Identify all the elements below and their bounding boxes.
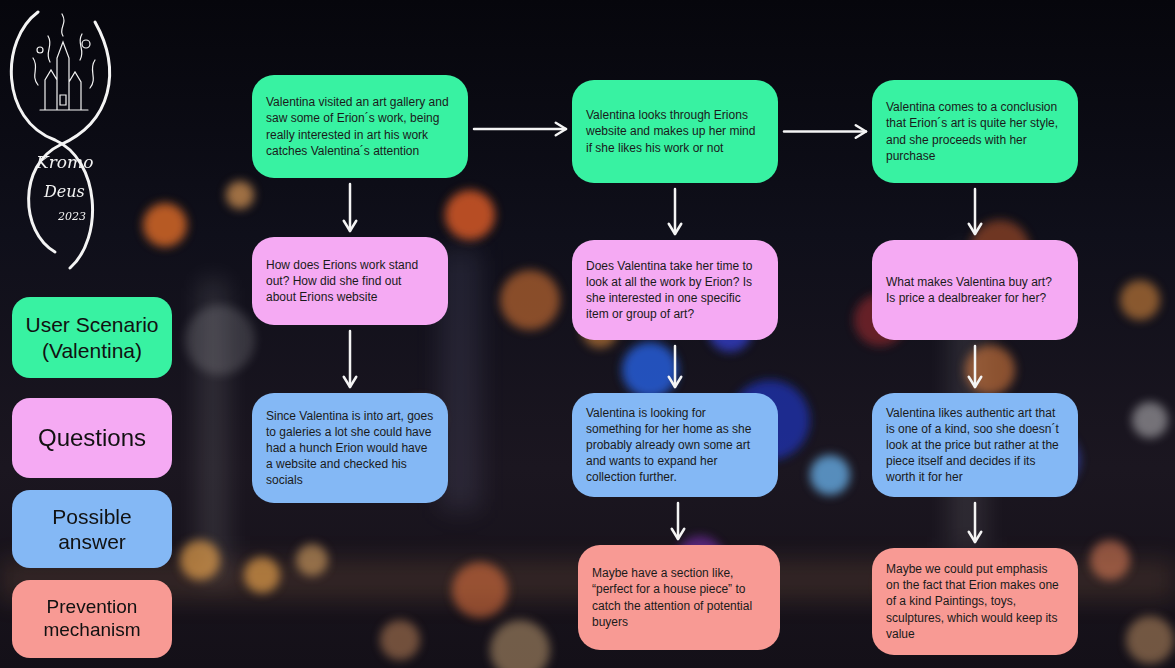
arrow-line: [974, 189, 977, 234]
arrow-head: [969, 532, 982, 542]
answer-box: Since Valentina is into art, goes to gal…: [252, 393, 448, 503]
sketch-dot: [82, 40, 90, 48]
box-text: What makes Valentina buy art? Is price a…: [886, 274, 1064, 306]
flow-arrow: [969, 189, 982, 234]
arrow-head: [669, 224, 682, 234]
box-text: How does Erions work stand out? How did …: [266, 257, 434, 306]
question-box: Does Valentina take her time to look at …: [572, 240, 778, 340]
box-text: Valentina likes authentic art that is on…: [886, 405, 1064, 486]
flow-arrow: [344, 184, 357, 231]
bokeh-light: [380, 620, 420, 660]
logo-text: 2023: [58, 210, 86, 223]
box-text: Valentina is looking for something for h…: [586, 405, 764, 486]
bokeh-light: [185, 305, 255, 375]
legend-text: Questions: [38, 424, 146, 453]
legend-swatch: User Scenario (Valentina): [12, 297, 172, 378]
arrow-line: [677, 503, 680, 539]
answer-box: Valentina is looking for something for h…: [572, 393, 778, 497]
flow-arrow: [344, 331, 357, 387]
legend-swatch: Questions: [12, 398, 172, 478]
arrow-line: [784, 130, 866, 133]
logo-drawing: [0, 0, 140, 290]
bokeh-light: [226, 181, 254, 209]
logo-loop: [11, 12, 92, 268]
bokeh-light: [180, 540, 220, 580]
logo-loop: [29, 22, 110, 252]
bokeh-light: [810, 455, 850, 495]
legend-text: Prevention mechanism: [20, 596, 164, 642]
logo-text: Deus: [44, 182, 85, 201]
box-text: Valentina comes to a conclusion that Eri…: [886, 99, 1064, 164]
bokeh-light: [296, 544, 328, 576]
arrow-head: [672, 529, 685, 539]
arrow-line: [974, 503, 977, 542]
bokeh-light: [1132, 402, 1168, 438]
box-text: Maybe we could put emphasis on the fact …: [886, 561, 1064, 642]
bokeh-light: [500, 270, 560, 330]
arrow-head: [669, 377, 682, 387]
arrow-line: [349, 184, 352, 231]
question-box: What makes Valentina buy art? Is price a…: [872, 240, 1078, 340]
bokeh-light: [490, 620, 550, 668]
logo-text: Kromo: [36, 152, 93, 172]
arrow-line: [974, 346, 977, 387]
arrow-line: [474, 128, 566, 131]
legend-swatch: Prevention mechanism: [12, 580, 172, 658]
flow-arrow: [969, 503, 982, 542]
arrow-head: [856, 125, 866, 138]
bokeh-light: [622, 342, 678, 398]
castle-sketch: [40, 42, 88, 110]
arrow-head: [969, 224, 982, 234]
arrow-head: [556, 123, 566, 136]
arrow-head: [969, 377, 982, 387]
arrow-line: [349, 331, 352, 387]
prevention-box: Maybe we could put emphasis on the fact …: [872, 548, 1078, 655]
bokeh-light: [965, 345, 1015, 395]
box-text: Maybe have a section like, “perfect for …: [592, 565, 766, 630]
bokeh-light: [452, 562, 508, 618]
flow-arrow: [672, 503, 685, 539]
legend-text: User Scenario (Valentina): [20, 312, 164, 362]
question-box: How does Erions work stand out? How did …: [252, 237, 448, 325]
flow-arrow: [784, 125, 866, 138]
box-text: Does Valentina take her time to look at …: [586, 258, 764, 323]
legend-swatch: Possible answer: [12, 490, 172, 568]
flame-sketch: [33, 14, 95, 88]
box-text: Since Valentina is into art, goes to gal…: [266, 408, 434, 489]
scenario-box: Valentina looks through Erions website a…: [572, 80, 778, 183]
sketch-dot: [37, 47, 43, 53]
prevention-box: Maybe have a section like, “perfect for …: [578, 545, 780, 650]
scenario-box: Valentina comes to a conclusion that Eri…: [872, 80, 1078, 183]
arrow-line: [674, 346, 677, 387]
flow-arrow: [669, 189, 682, 234]
scenario-box: Valentina visited an art gallery and saw…: [252, 75, 468, 178]
arrow-line: [674, 189, 677, 234]
legend-text: Possible answer: [20, 504, 164, 554]
bokeh-light: [244, 557, 280, 593]
flow-arrow: [969, 346, 982, 387]
bokeh-light: [445, 190, 495, 240]
bokeh-light: [143, 203, 187, 247]
flow-arrow: [474, 123, 566, 136]
box-text: Valentina visited an art gallery and saw…: [266, 94, 454, 159]
arrow-head: [344, 377, 357, 387]
bokeh-light: [1090, 540, 1130, 580]
bokeh-light: [1120, 280, 1160, 320]
bokeh-light: [1126, 616, 1174, 664]
flow-arrow: [669, 346, 682, 387]
answer-box: Valentina likes authentic art that is on…: [872, 393, 1078, 497]
arrow-head: [344, 221, 357, 231]
box-text: Valentina looks through Erions website a…: [586, 107, 764, 156]
